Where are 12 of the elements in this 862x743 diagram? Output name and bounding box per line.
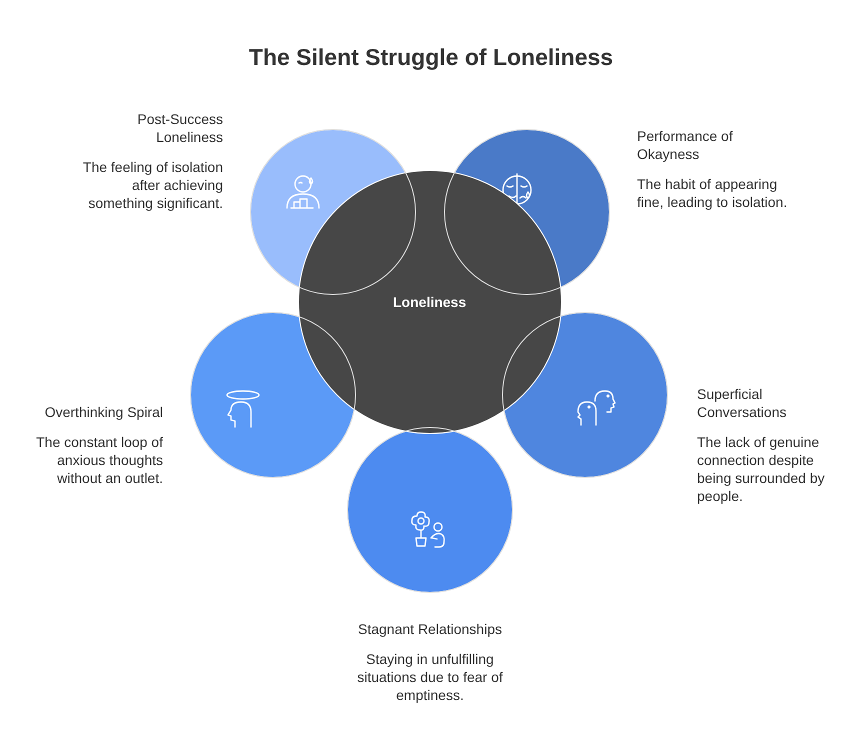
diagram-title: The Silent Struggle of Loneliness xyxy=(248,44,614,71)
topic-heading: Superficial Conversations xyxy=(697,385,788,421)
topic-heading: Post-Success Loneliness xyxy=(136,110,223,146)
topic-description: The lack of genuine connection despite being surrounded by people. xyxy=(697,433,826,505)
topic-heading: Overthinking Spiral xyxy=(44,403,163,421)
topic-heading: Stagnant Relationships xyxy=(357,620,503,638)
center-label: Loneliness xyxy=(393,294,466,310)
topic-description: The feeling of isolation after achieving something significant. xyxy=(82,158,223,212)
topic-description: The habit of appearing fine, leading to isolation. xyxy=(637,175,788,211)
topic-description: The constant loop of anxious thoughts without an outlet. xyxy=(35,433,163,487)
topic-description: Staying in unfulfilling situations due to fear of emptiness. xyxy=(356,650,504,704)
topic-heading: Performance of Okayness xyxy=(637,127,734,163)
